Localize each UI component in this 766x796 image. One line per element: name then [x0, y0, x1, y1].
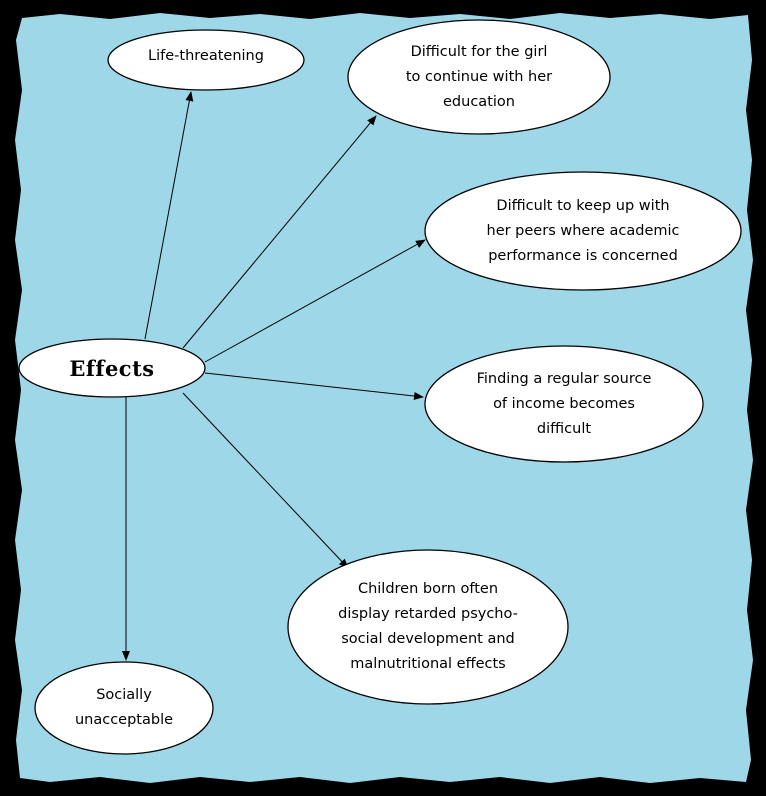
- social-ellipse: [34, 661, 214, 755]
- life-ellipse: [107, 29, 305, 91]
- education-ellipse: [347, 19, 611, 135]
- connectors: [122, 91, 426, 661]
- center-ellipse: [18, 338, 206, 398]
- children-ellipse: [287, 549, 569, 705]
- arrow-to-income: [204, 372, 424, 400]
- arrow-to-education: [182, 115, 377, 349]
- peers-ellipse: [424, 171, 742, 291]
- ellipses: [18, 19, 742, 755]
- arrow-to-peers: [204, 239, 426, 363]
- arrow-to-children: [182, 392, 349, 569]
- income-ellipse: [424, 345, 704, 463]
- arrow-to-life-threatening: [144, 91, 194, 340]
